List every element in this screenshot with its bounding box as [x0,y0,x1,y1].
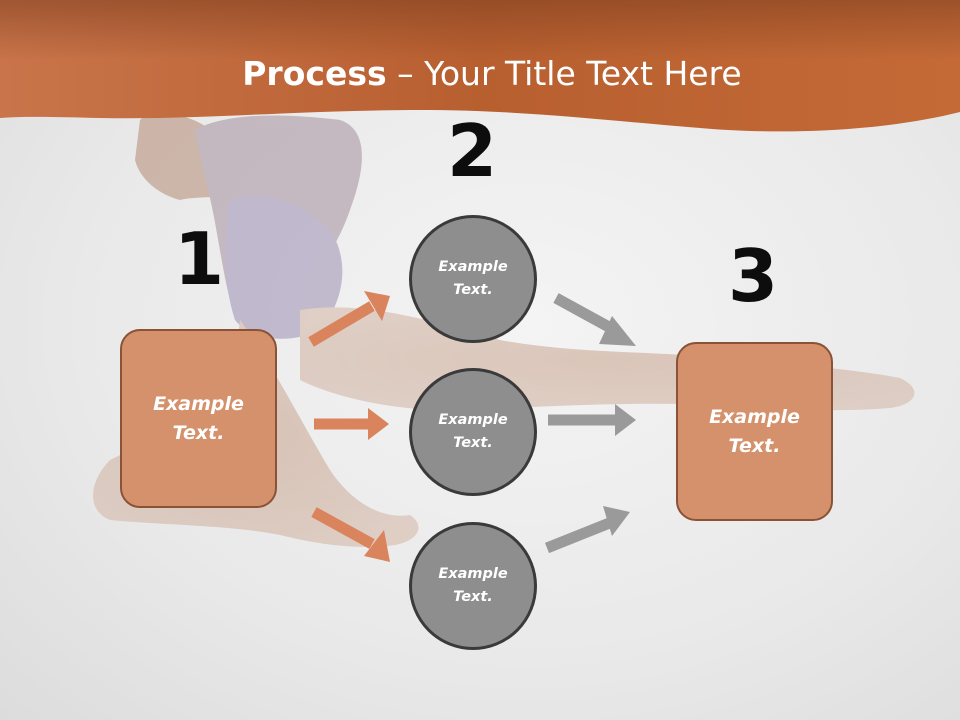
middle-circle-text: Example Text. [438,412,508,451]
step-number-1: 1 [173,217,225,301]
bottom-circle: Example Text. [409,522,537,650]
step-number-2: 2 [446,109,498,193]
title-rest: – Your Title Text Here [386,54,742,93]
left-process-box: Example Text. [120,329,277,508]
title-bold: Process [242,54,387,93]
right-process-box: Example Text. [676,342,833,521]
top-circle-text: Example Text. [438,259,508,298]
left-box-text: Example Text. [153,392,244,444]
right-box-text: Example Text. [709,405,800,457]
bottom-circle-text: Example Text. [438,566,508,605]
middle-circle: Example Text. [409,368,537,496]
step-number-3: 3 [727,234,779,318]
top-circle: Example Text. [409,215,537,343]
slide-title: Process – Your Title Text Here [0,52,960,96]
